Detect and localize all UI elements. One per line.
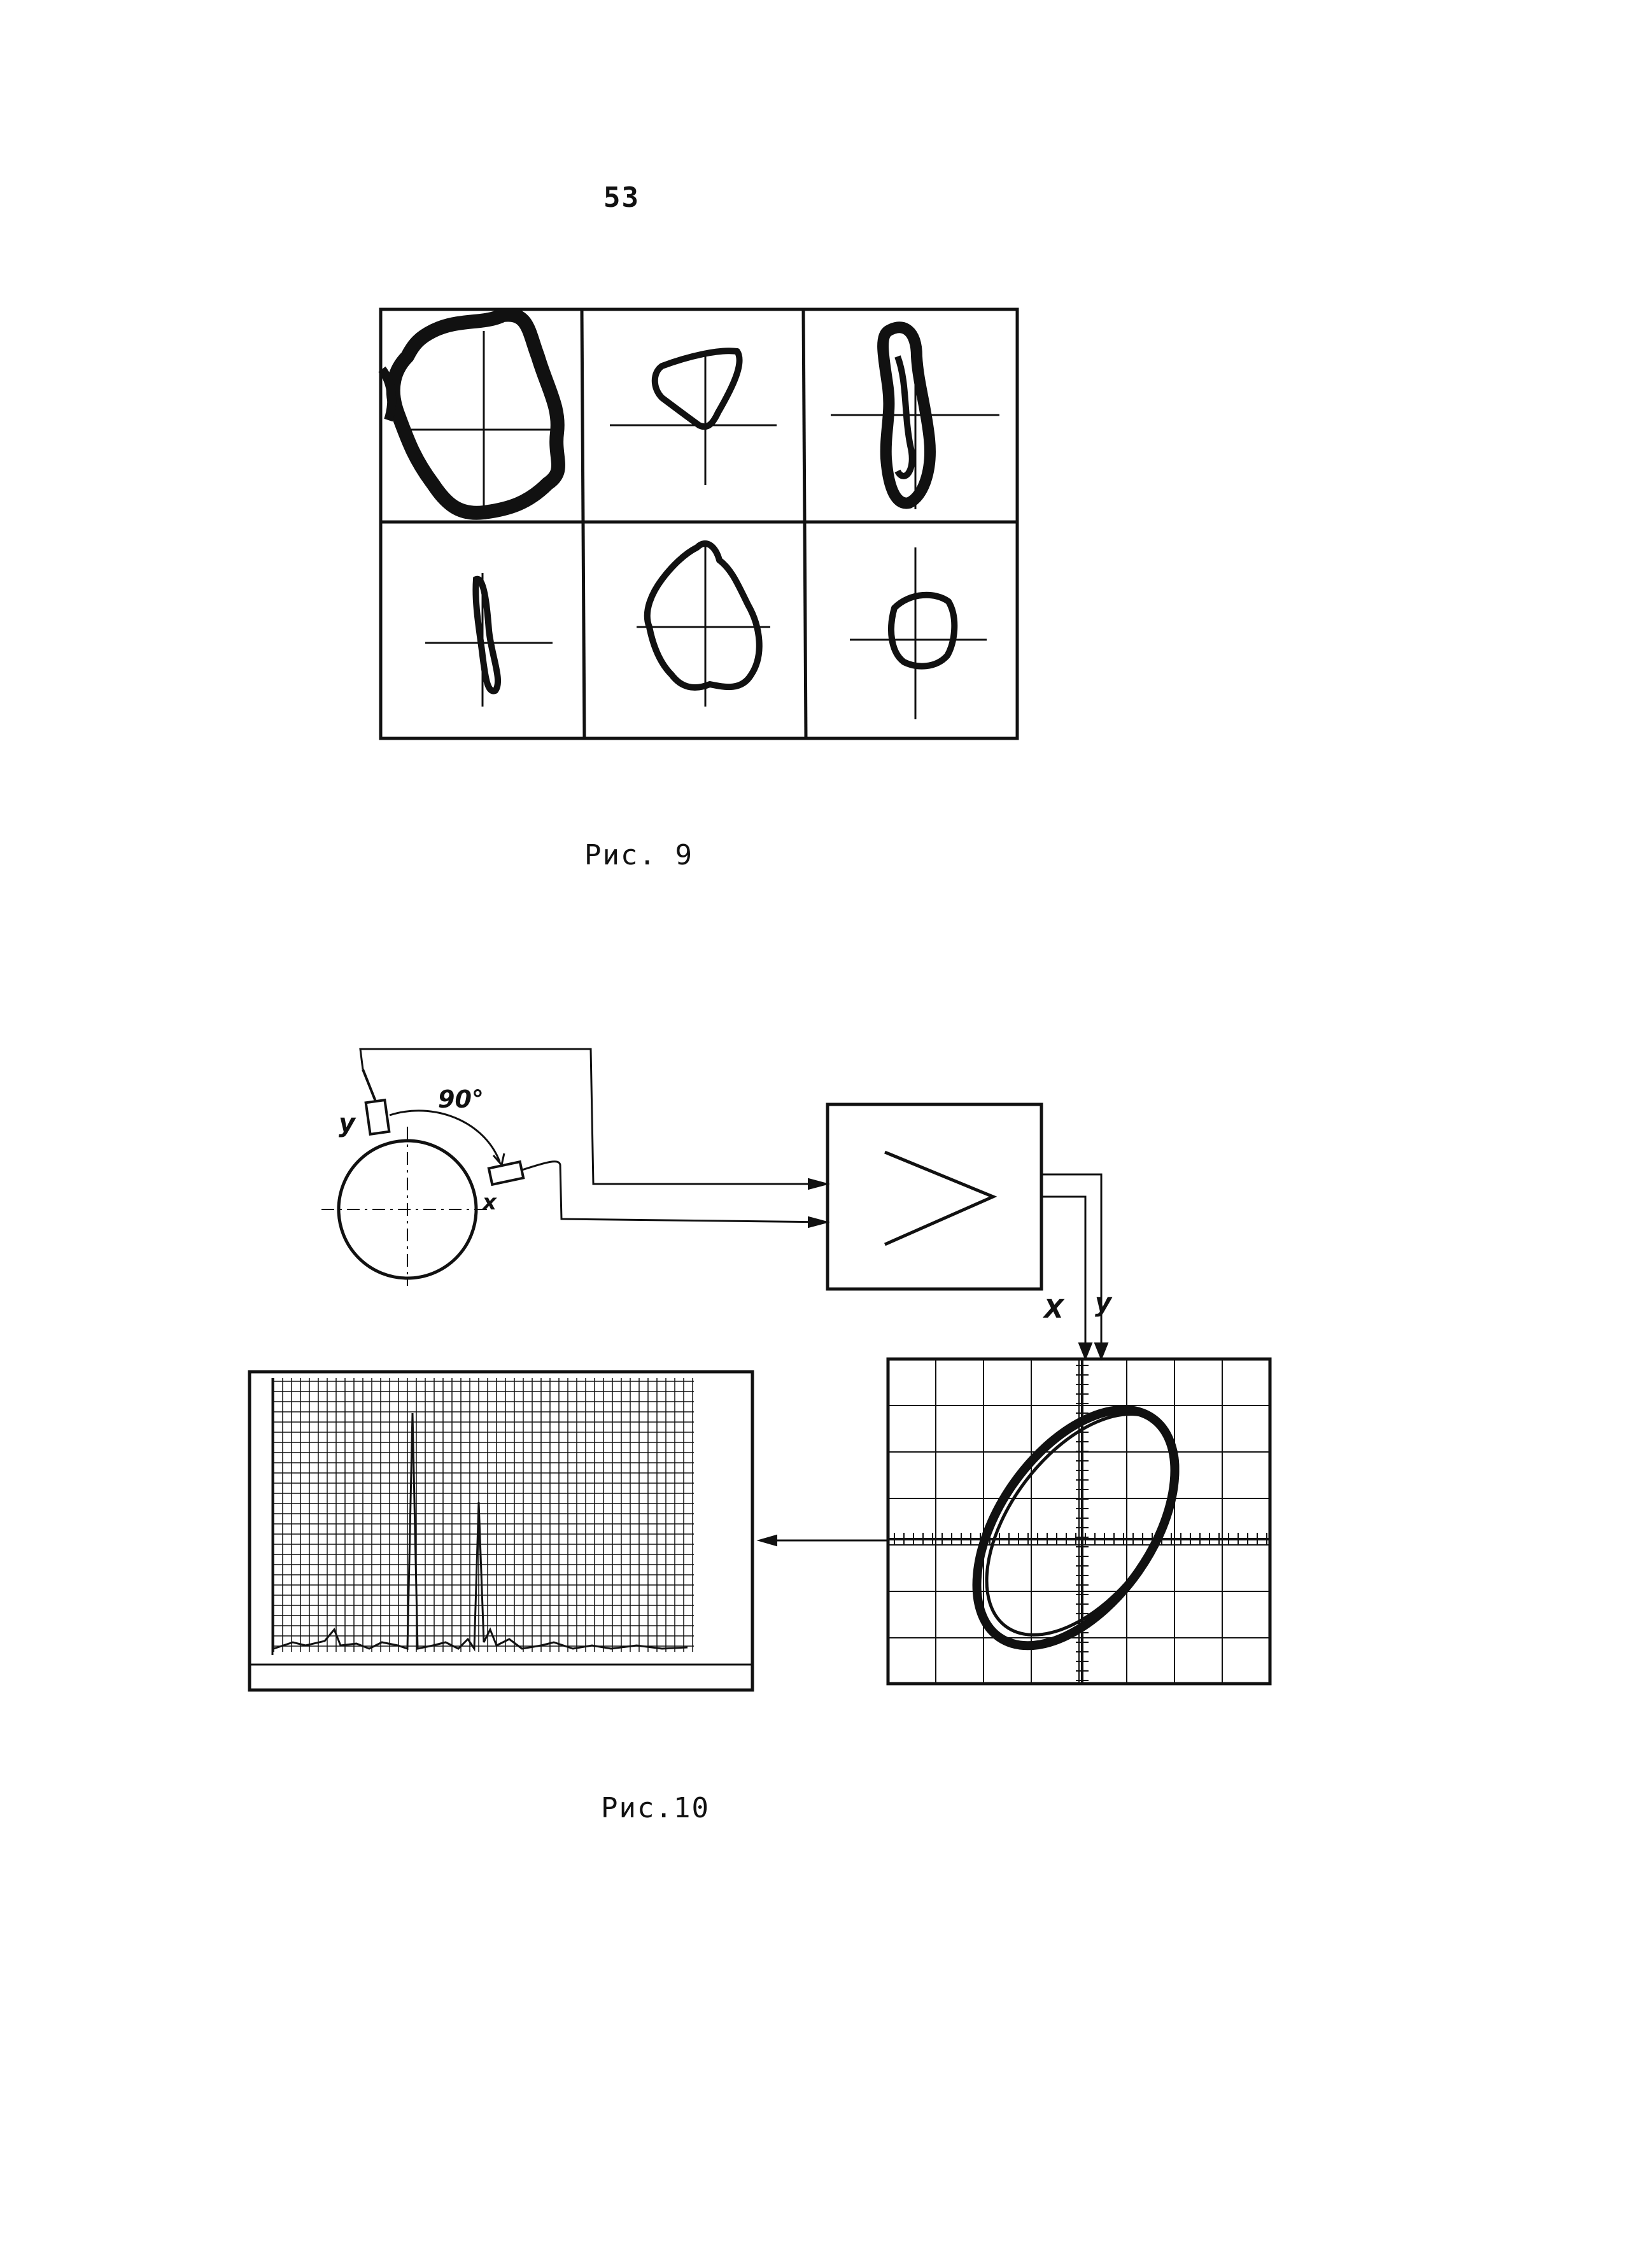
lissajous-panel-2 (610, 348, 777, 485)
figure-10-caption: Рис.10 (601, 1792, 710, 1824)
sensor-x (487, 1160, 525, 1187)
lissajous-panel-5 (637, 540, 770, 707)
oscilloscope-screen (756, 1357, 1272, 1686)
sensor-x-label: x (481, 1190, 497, 1215)
lissajous-panel-4 (425, 573, 553, 707)
lissajous-panel-1 (378, 307, 565, 520)
sensor-y-label: y (339, 1109, 356, 1138)
spectrum-recorder (248, 1370, 754, 1692)
spectrum-trace (273, 1412, 688, 1652)
channel-x-label: X (1042, 1295, 1065, 1324)
amplifier-symbol (884, 1150, 998, 1246)
shaft-diagram (321, 1048, 830, 1286)
figure-9-caption: Рис. 9 (584, 839, 693, 871)
channel-y-label: y (1095, 1288, 1113, 1318)
lissajous-panel-6 (850, 547, 987, 719)
angle-label: 90° (438, 1085, 484, 1113)
amplifier-block (826, 1102, 1109, 1361)
page-number: 53 (603, 181, 640, 214)
lissajous-panel-3 (831, 321, 999, 509)
sensor-y (364, 1098, 391, 1136)
figure-9-grid (379, 307, 1019, 740)
angle-arc (389, 1109, 501, 1162)
